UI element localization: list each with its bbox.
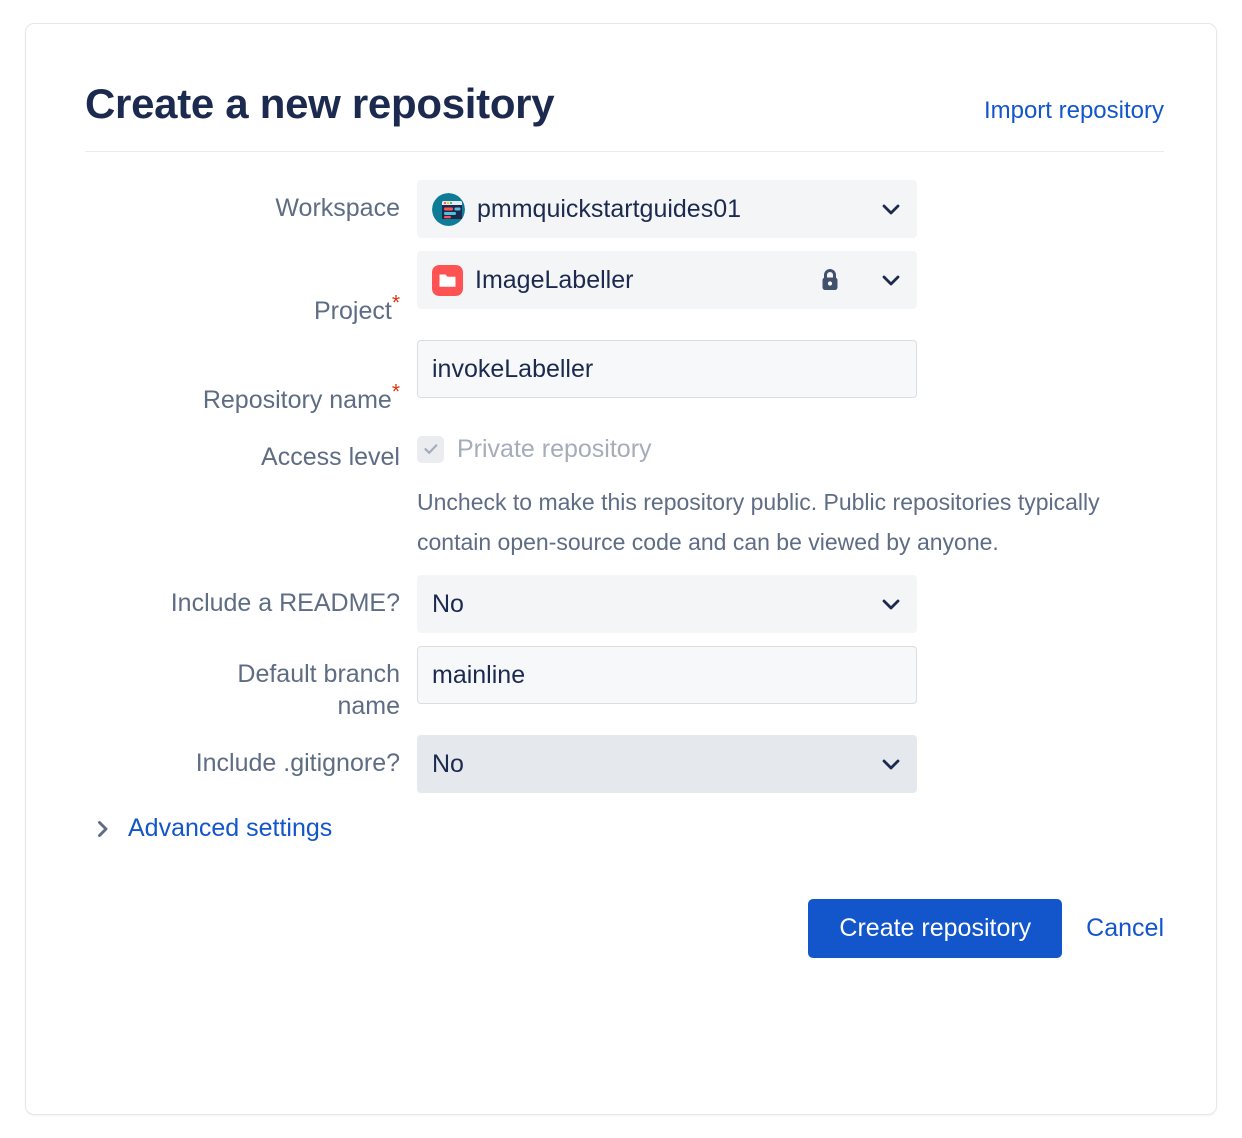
chevron-right-icon [95, 818, 112, 840]
lock-icon [818, 267, 842, 293]
repository-name-required-asterisk: * [391, 380, 400, 404]
chevron-down-icon [880, 593, 902, 615]
access-level-help-text: Uncheck to make this repository public. … [417, 489, 1100, 555]
private-repository-label: Private repository [457, 434, 652, 463]
field-row-default-branch: Default branch name [85, 646, 1186, 722]
private-repository-checkbox[interactable] [417, 435, 444, 463]
repository-name-input[interactable] [417, 340, 917, 398]
create-repository-card: Create a new repository Import repositor… [25, 23, 1217, 1115]
create-repository-button[interactable]: Create repository [808, 899, 1063, 958]
workspace-avatar-icon [432, 192, 465, 226]
repository-name-label-text: Repository name [202, 386, 392, 414]
project-required-asterisk: * [391, 291, 400, 315]
field-row-access-level: Access level Private repository Uncheck … [85, 429, 1186, 562]
include-readme-value: No [432, 589, 464, 618]
workspace-value: pmmquickstartguides01 [477, 194, 742, 223]
project-value: ImageLabeller [475, 265, 634, 294]
cancel-button[interactable]: Cancel [1086, 914, 1164, 942]
access-level-label: Access level [261, 443, 400, 471]
check-icon [423, 444, 437, 454]
advanced-settings-link[interactable]: Advanced settings [128, 814, 333, 842]
field-row-project: Project* ImageLabeller [85, 251, 1186, 327]
import-repository-link[interactable]: Import repository [983, 97, 1164, 124]
include-gitignore-label: Include .gitignore? [195, 749, 400, 777]
workspace-label: Workspace [275, 194, 400, 222]
advanced-settings-toggle[interactable]: Advanced settings [95, 814, 1186, 843]
project-label: Project* [85, 251, 417, 327]
include-readme-label: Include a README? [170, 589, 400, 617]
field-row-workspace: Workspace [85, 180, 1186, 238]
field-row-include-gitignore: Include .gitignore? No [85, 735, 1186, 793]
include-readme-select[interactable]: No [417, 575, 917, 633]
chevron-down-icon [880, 269, 902, 291]
project-folder-icon [432, 264, 463, 296]
include-gitignore-value: No [432, 749, 464, 778]
create-repository-form: Workspace [85, 180, 1186, 843]
repository-name-label: Repository name* [85, 340, 417, 416]
page-title: Create a new repository [85, 80, 555, 127]
chevron-down-icon [880, 198, 902, 220]
workspace-select[interactable]: pmmquickstartguides01 [417, 180, 917, 238]
default-branch-label: Default branch name [237, 660, 400, 720]
chevron-down-icon [880, 753, 902, 775]
field-row-repository-name: Repository name* [85, 340, 1186, 416]
private-repository-checkbox-row[interactable]: Private repository [417, 429, 1186, 466]
form-actions: Create repository Cancel [85, 899, 1164, 958]
include-gitignore-select[interactable]: No [417, 735, 917, 793]
project-select[interactable]: ImageLabeller [417, 251, 917, 309]
default-branch-input[interactable] [417, 646, 917, 704]
project-label-text: Project [314, 297, 392, 325]
card-header: Create a new repository Import repositor… [85, 79, 1164, 152]
field-row-include-readme: Include a README? No [85, 575, 1186, 633]
